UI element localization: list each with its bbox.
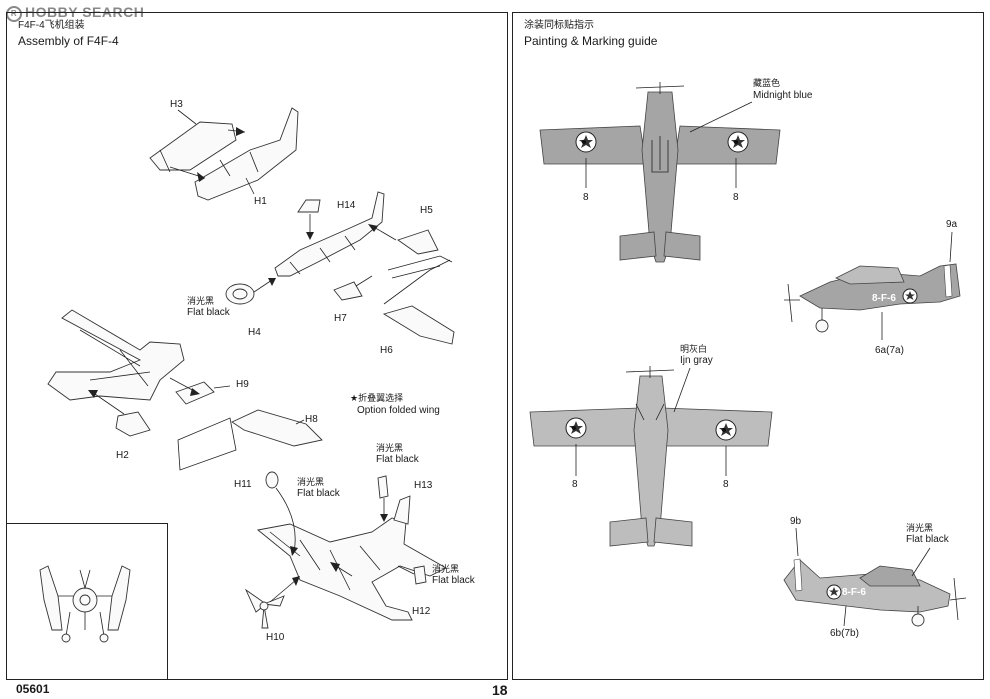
flat-black-en-painting: Flat black xyxy=(906,534,949,545)
top-view-midnight-blue xyxy=(539,82,781,263)
assembly-panel xyxy=(6,12,508,680)
flat-black-cn-h13: 消光黑 xyxy=(376,443,404,453)
decal-6a-7a: 6a(7a) xyxy=(875,345,904,356)
fuselage-assembly-drawing xyxy=(225,191,455,345)
part-label-h13: H13 xyxy=(414,480,433,491)
decal-9a: 9a xyxy=(946,219,958,230)
part-label-h10: H10 xyxy=(266,632,285,643)
inset-panel xyxy=(6,523,168,680)
assembly-title-cn: F4F-4飞机组装 xyxy=(18,20,85,31)
decal-8-right-lower: 8 xyxy=(723,479,729,490)
side-view-9a xyxy=(784,231,961,340)
decal-8-right-upper: 8 xyxy=(733,192,739,203)
part-label-h1: H1 xyxy=(254,196,267,207)
product-code: 05601 xyxy=(16,682,50,696)
registered-icon: R xyxy=(6,6,22,22)
fuselage-halves-drawing xyxy=(149,107,299,201)
flat-black-en-h11: Flat black xyxy=(297,488,340,499)
decal-6b-7b: 6b(7b) xyxy=(830,628,859,639)
part-label-h7: H7 xyxy=(334,313,347,324)
flat-black-cn-h12: 消光黑 xyxy=(432,564,460,574)
midnight-blue-cn: 藏蓝色 xyxy=(753,78,781,88)
part-label-h14: H14 xyxy=(337,200,356,211)
painting-title-cn: 涂装同标贴指示 xyxy=(524,20,594,31)
ijn-gray-cn: 明灰白 xyxy=(680,344,708,354)
assembly-title-en: Assembly of F4F-4 xyxy=(18,34,119,48)
top-view-ijn-gray xyxy=(529,366,773,547)
part-label-h5: H5 xyxy=(420,205,433,216)
part-label-h12: H12 xyxy=(412,606,431,617)
fuselage-code-upper: 8-F-6 xyxy=(872,293,896,304)
final-assembly-drawing xyxy=(244,471,447,629)
ijn-gray-en: Ijn gray xyxy=(680,355,713,366)
page-number: 18 xyxy=(492,682,508,698)
painting-title-en: Painting & Marking guide xyxy=(524,34,658,48)
option-folded-wing-en: Option folded wing xyxy=(357,405,440,416)
decal-9b: 9b xyxy=(790,516,802,527)
side-view-9b xyxy=(783,527,967,627)
option-folded-wing-cn: ★折叠翼选择 xyxy=(350,393,404,403)
painting-panel xyxy=(512,12,984,680)
part-label-h2: H2 xyxy=(116,450,129,461)
flat-black-en-h4: Flat black xyxy=(187,307,230,318)
flat-black-cn-h4: 消光黑 xyxy=(187,296,215,306)
wing-assembly-drawing xyxy=(47,309,323,471)
inset-front-view-drawing xyxy=(39,565,131,643)
decal-8-left-upper: 8 xyxy=(583,192,589,203)
part-label-h11: H11 xyxy=(234,479,252,490)
part-label-h9: H9 xyxy=(236,379,249,390)
decal-8-left-lower: 8 xyxy=(572,479,578,490)
flat-black-en-h13: Flat black xyxy=(376,454,419,465)
flat-black-cn-painting: 消光黑 xyxy=(906,523,934,533)
midnight-blue-en: Midnight blue xyxy=(753,90,813,101)
flat-black-en-h12: Flat black xyxy=(432,575,475,586)
part-label-h8: H8 xyxy=(305,414,318,425)
part-label-h3: H3 xyxy=(170,99,183,110)
flat-black-cn-h11: 消光黑 xyxy=(297,477,325,487)
part-label-h6: H6 xyxy=(380,345,393,356)
part-label-h4: H4 xyxy=(248,327,261,338)
fuselage-code-lower: 8-F-6 xyxy=(842,587,866,598)
